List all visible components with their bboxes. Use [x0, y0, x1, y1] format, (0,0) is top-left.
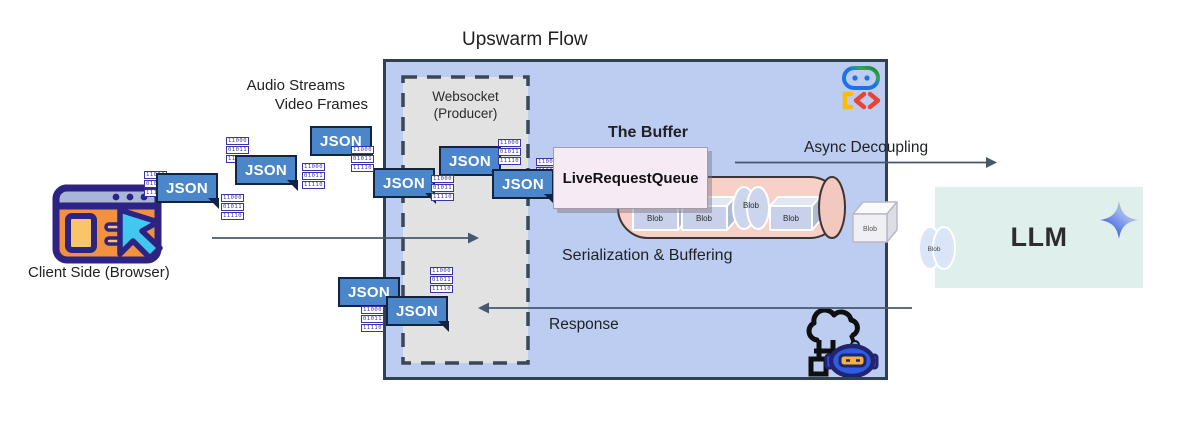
diagram-title: Upswarm Flow [462, 29, 588, 50]
client-side-label: Client Side (Browser) [28, 264, 170, 281]
json-file-tag: JSON [373, 168, 436, 204]
blob-label: Blob [743, 201, 760, 210]
json-file-tag: JSON [338, 277, 401, 313]
adk-robot-logo [842, 66, 881, 110]
buffer-title: The Buffer [608, 124, 688, 141]
json-file-tag: JSON [156, 173, 219, 209]
json-file-tag: JSON [235, 155, 298, 191]
cloud-robot-icon [806, 307, 879, 377]
json-file-tag: JSON [439, 146, 502, 182]
json-file-tag: JSON [386, 296, 449, 332]
blob-label: Blob [927, 246, 940, 253]
gemini-sparkle-icon [1100, 201, 1138, 239]
llm-box: LLM [935, 187, 1143, 288]
websocket-label-line1: Websocket [432, 89, 499, 104]
blob-label: Blob [647, 214, 664, 223]
async-decoupling-label: Async Decoupling [804, 139, 929, 156]
serialization-label: Serialization & Buffering [562, 247, 733, 264]
blob-cube-2 [681, 196, 736, 231]
request-arrow [212, 232, 479, 244]
blob-label: Blob [783, 214, 800, 223]
llm-label: LLM [1010, 222, 1068, 252]
websocket-label-line2: (Producer) [433, 106, 498, 121]
browser-cursor-icon [52, 184, 163, 264]
video-frames-label: Video Frames [274, 96, 368, 113]
blob-disc-llm: Blob [918, 226, 956, 270]
blob-label: Blob [696, 214, 713, 223]
audio-streams-label: Audio Streams [246, 77, 345, 94]
blob-cube-edge: Blob [852, 201, 898, 243]
json-file-tag: JSON [492, 169, 555, 205]
blob-label: Blob [863, 226, 877, 233]
response-arrow [478, 302, 912, 314]
response-label: Response [549, 316, 619, 333]
async-decoupling-arrow [735, 157, 997, 168]
live-request-queue-box: LiveRequestQueue [553, 147, 708, 209]
